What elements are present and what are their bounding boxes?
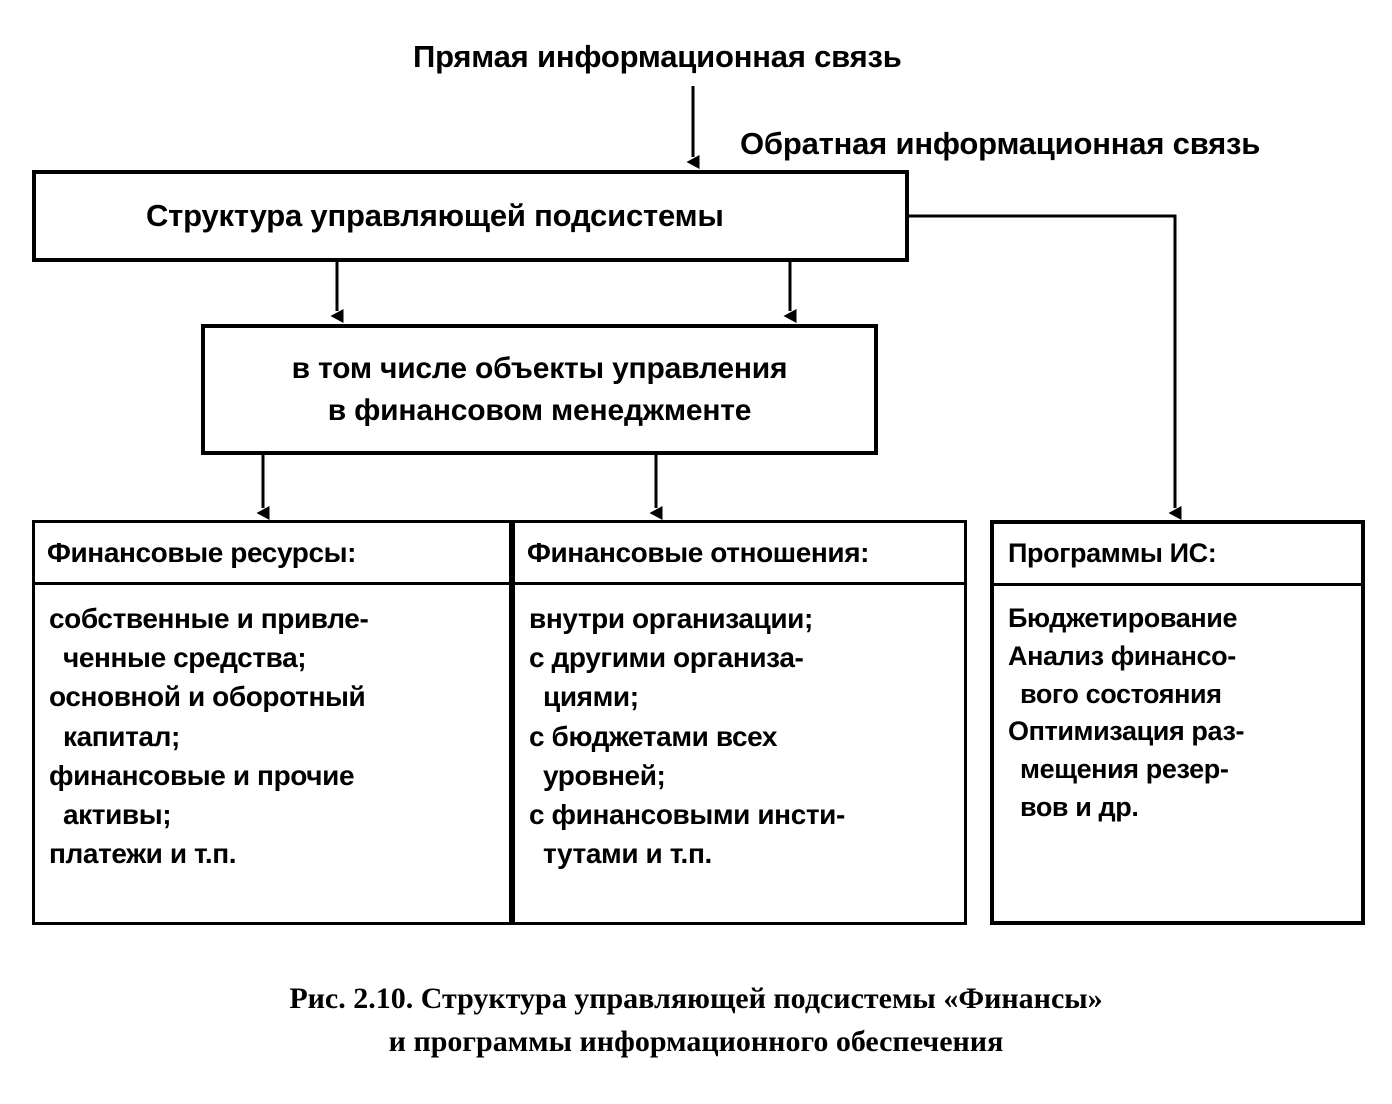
list-item: Оптимизация раз-	[1008, 716, 1245, 747]
list-item: мещения резер-	[1020, 754, 1229, 785]
financial-resources-header: Финансовые ресурсы:	[35, 523, 509, 585]
management-objects-line-1: в том числе объекты управления	[291, 352, 788, 386]
is-programs-header: Программы ИС:	[994, 524, 1361, 586]
financial-relations-header: Финансовые отношения:	[515, 523, 964, 585]
arrow-feedback-to-programs	[909, 214, 1182, 520]
financial-resources-list: собственные и привле-ченные средства; осн…	[35, 585, 509, 922]
control-subsystem-title: Структура управляющей подсистемы	[146, 198, 724, 233]
list-item: Анализ финансо-	[1008, 640, 1236, 671]
list-item: ченные средства;	[63, 642, 307, 674]
list-item: активы;	[63, 798, 172, 830]
list-item: Бюджетирование	[1008, 603, 1238, 633]
list-item: внутри организации;	[529, 603, 813, 634]
feedback-link-label: Обратная информационная связь	[740, 126, 1261, 161]
list-item: вого состояния	[1020, 678, 1222, 709]
figure-caption: Рис. 2.10. Структура управляющей подсист…	[0, 978, 1392, 1063]
list-item: вов и др.	[1020, 791, 1139, 822]
list-item: собственные и привле-	[49, 603, 369, 634]
list-item: уровней;	[543, 759, 666, 791]
list-item: капитал;	[63, 720, 180, 752]
management-objects-box: в том числе объекты управления в финансо…	[201, 324, 878, 455]
financial-relations-box: Финансовые отношения: внутри организации…	[512, 520, 967, 925]
list-item: с другими организа-	[529, 642, 804, 674]
figure-caption-line-2: и программы информационного обеспечения	[388, 1024, 1004, 1058]
financial-resources-box: Финансовые ресурсы: собственные и привле…	[32, 520, 512, 925]
forward-link-label: Прямая информационная связь	[413, 39, 902, 74]
figure-caption-line-1: Рис. 2.10. Структура управляющей подсист…	[289, 982, 1103, 1015]
list-item: тутами и т.п.	[543, 838, 712, 870]
control-subsystem-box: Структура управляющей подсистемы	[32, 170, 909, 262]
list-item: с бюджетами всех	[529, 720, 778, 752]
management-objects-line-2: в финансовом менеджменте	[327, 393, 752, 427]
list-item: циями;	[543, 681, 639, 713]
list-item: основной и оборотный	[49, 681, 366, 713]
list-item: с финансовыми инсти-	[529, 798, 845, 830]
financial-relations-list: внутри организации; с другими организа-ци…	[515, 585, 964, 922]
list-item: финансовые и прочие	[49, 759, 355, 791]
list-item: платежи и т.п.	[49, 838, 237, 870]
